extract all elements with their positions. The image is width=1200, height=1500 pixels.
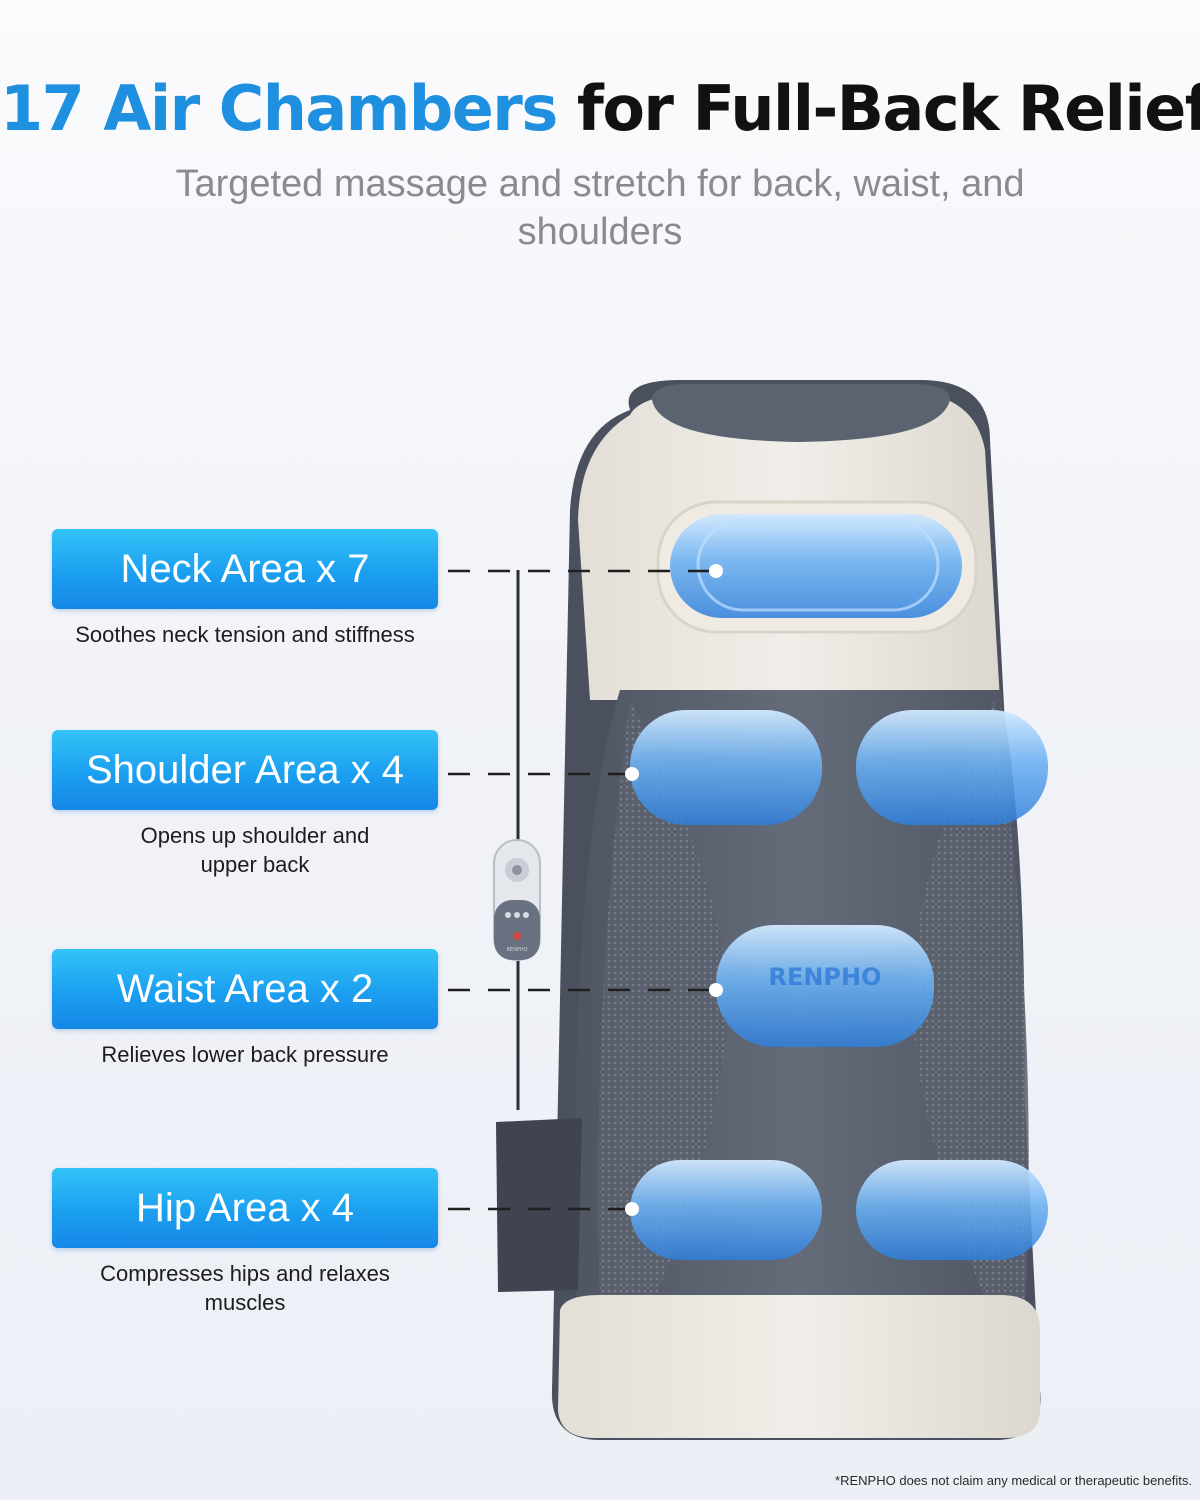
page-title: 17 Air Chambers for Full-Back Relief — [0, 72, 1200, 145]
hip-area-label: Hip Area x 4 — [52, 1168, 438, 1248]
hip-area-description: Compresses hips and relaxes muscles — [100, 1261, 390, 1315]
shoulder-marker-dot — [625, 767, 639, 781]
massage-mat-illustration: RENPHO RENPHO — [493, 380, 1048, 1440]
waist-marker-dot — [709, 983, 723, 997]
neck-area-description: Soothes neck tension and stiffness — [75, 622, 415, 647]
shoulder-area-label: Shoulder Area x 4 — [52, 730, 438, 810]
waist-area-label: Waist Area x 2 — [52, 949, 438, 1029]
callout-connectors — [448, 564, 723, 1216]
page-subtitle: Targeted massage and stretch for back, w… — [175, 163, 1025, 253]
shoulder-area-description: Opens up shoulder and upper back — [140, 823, 370, 877]
waist-area-description: Relieves lower back pressure — [101, 1042, 389, 1067]
title-rest: for Full-Back Relief — [576, 72, 1200, 145]
title-accent: 17 Air Chambers — [0, 72, 558, 145]
disclaimer-text: *RENPHO does not claim any medical or th… — [835, 1473, 1192, 1488]
neck-area-label: Neck Area x 7 — [52, 529, 438, 609]
brand-logo-text: RENPHO — [768, 963, 881, 991]
neck-marker-dot — [709, 564, 723, 578]
remote-brand-text: RENPHO — [506, 947, 527, 953]
hip-marker-dot — [625, 1202, 639, 1216]
